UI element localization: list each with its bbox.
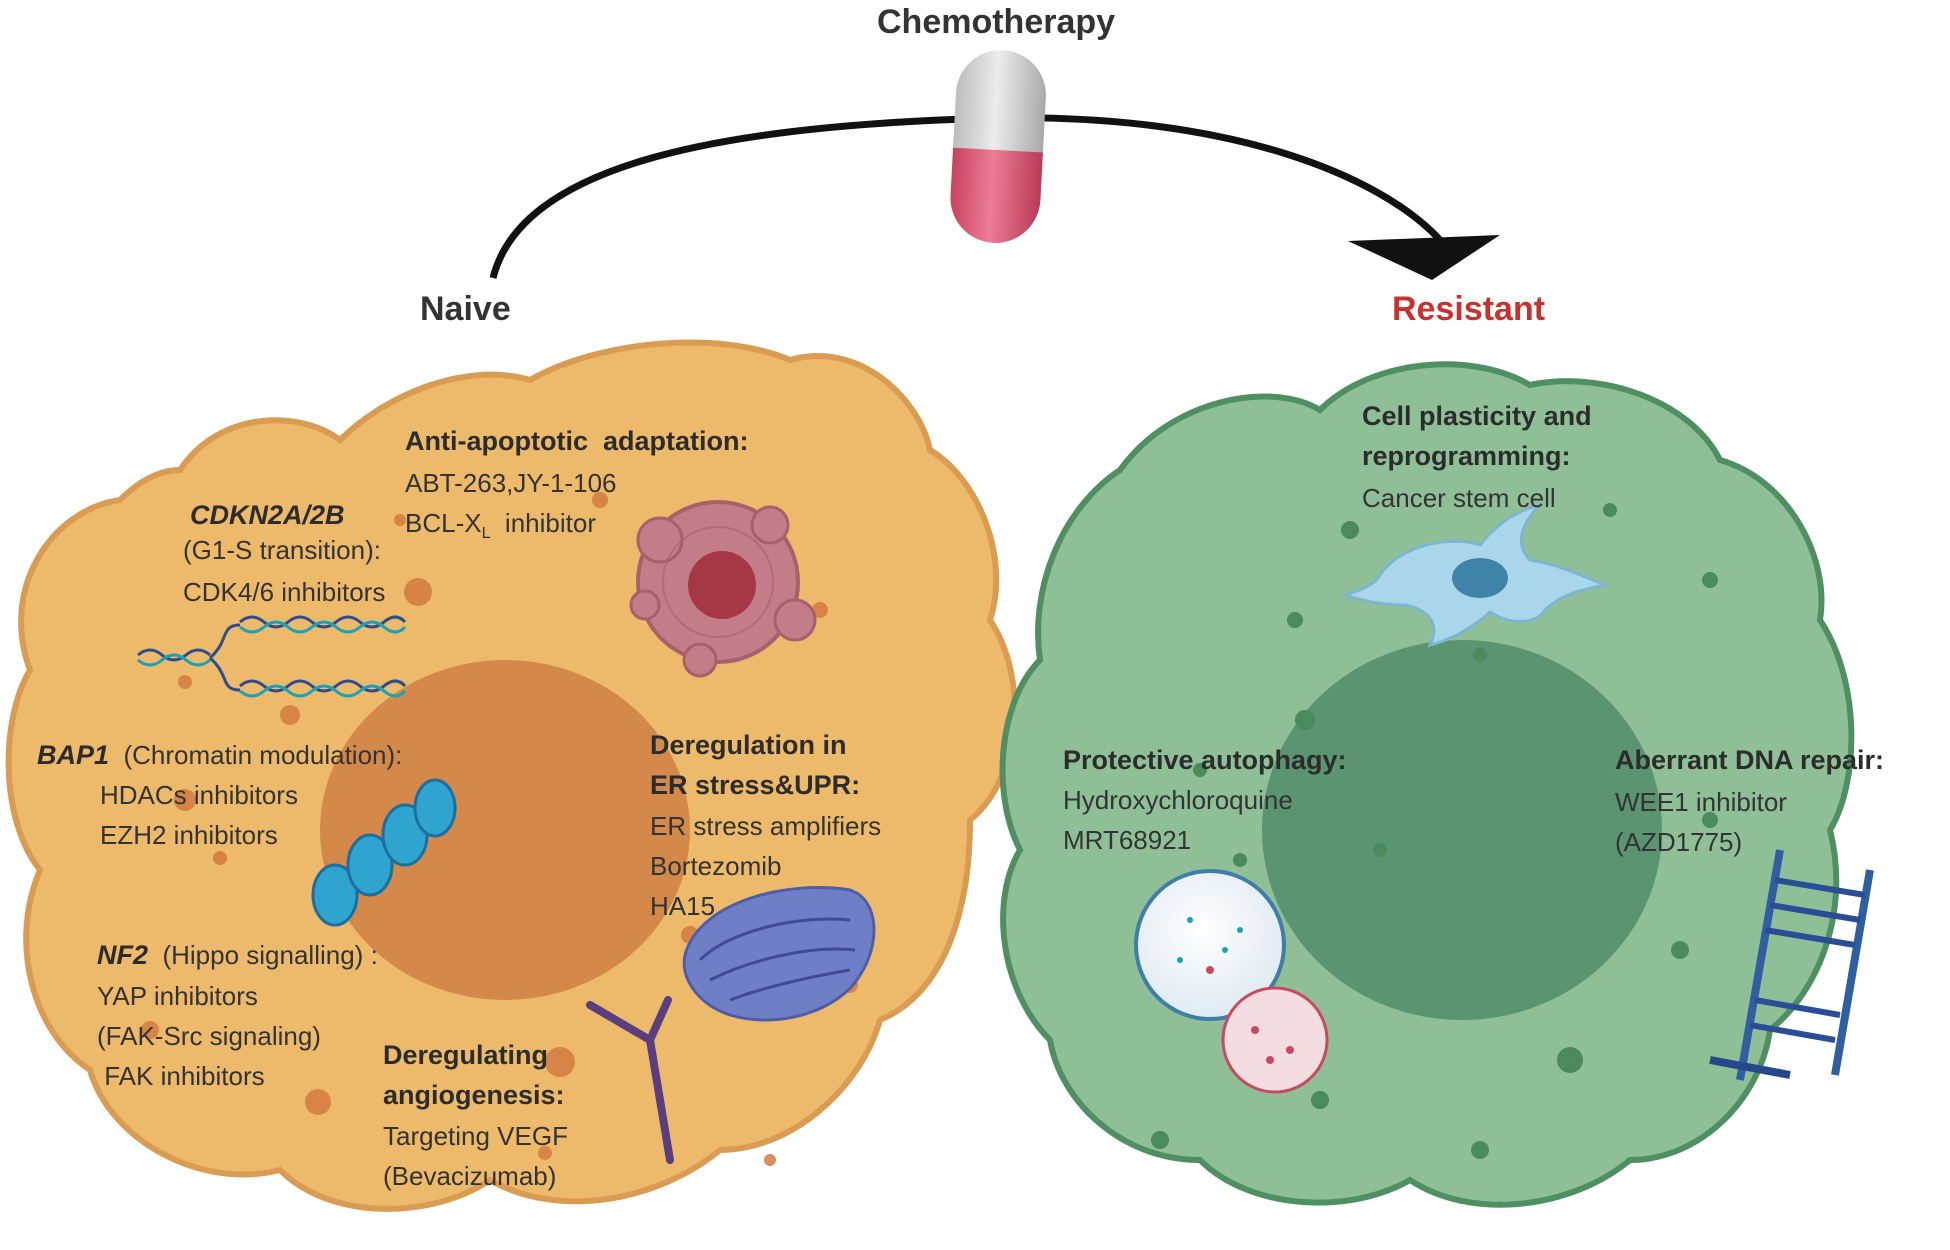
broken-dna-icon [1709,849,1874,1081]
plasticity-heading-2: reprogramming: [1362,441,1571,471]
autophagosome-icon [1134,869,1329,1094]
plasticity-heading-1: Cell plasticity and [1362,401,1592,431]
resistant-label: Resistant [1392,290,1546,328]
angio-line-2: (Bevacizumab) [383,1161,557,1191]
apoptotic-cell-icon [629,500,817,678]
er-heading-1: Deregulation in [650,730,847,760]
er-line-1: ER stress amplifiers [650,811,882,841]
autophagy-heading: Protective autophagy: [1063,745,1347,775]
chemotherapy-title: Chemotherapy [877,3,1116,41]
resistant-vesicles [1151,503,1718,1159]
bap1-line-2: EZH2 inhibitors [100,820,278,850]
endoplasmic-reticulum-icon [682,886,876,1022]
angio-heading-1: Deregulating [383,1040,549,1070]
cdkn-line-2: CDK4/6 inhibitors [183,577,386,607]
nf2-title: NF2 (Hippo signalling) : [97,942,378,969]
nf2-desc: (Hippo signalling) : [148,940,378,970]
naive-nucleus [320,660,690,1000]
autophagy-line-2: MRT68921 [1063,825,1192,855]
apoptosis-heading: Anti-apoptotic adaptation: [405,426,749,456]
nucleosome-icon [311,778,457,927]
dna-line-2: (AZD1775) [1615,827,1743,857]
apoptosis-line-1: ABT-263,JY-1-106 [405,468,617,498]
plasticity-line-1: Cancer stem cell [1362,483,1556,513]
nf2-line-1: YAP inhibitors [97,981,258,1011]
er-heading-2: ER stress&UPR: [650,770,861,800]
stem-cell-icon [1340,502,1611,648]
dna-strand-icon [137,615,407,698]
bap1-title: BAP1 (Chromatin modulation): [37,742,402,769]
resistant-nucleus [1262,640,1662,1020]
bap1-desc: (Chromatin modulation): [109,740,403,770]
cdkn-line-1: (G1-S transition): [183,535,381,565]
er-line-2: Bortezomib [650,851,782,881]
nf2-line-3: FAK inhibitors [97,1061,265,1091]
er-line-3: HA15 [650,891,716,921]
receptor-icon [586,996,674,1164]
nf2-gene: NF2 [97,940,149,970]
bcl-subscript: L [481,525,491,543]
autophagy-line-1: Hydroxychloroquine [1063,785,1293,815]
dna-line-1: WEE1 inhibitor [1615,787,1787,817]
dna-heading: Aberrant DNA repair: [1615,745,1885,775]
pill-icon [950,50,1046,243]
naive-label: Naive [420,290,511,328]
bap1-gene: BAP1 [37,740,110,770]
bcl-suffix: inhibitor [490,508,596,538]
arrow-head-icon [1348,235,1500,280]
bap1-line-1: HDACs inhibitors [100,780,298,810]
angio-line-1: Targeting VEGF [383,1121,568,1151]
cdkn-gene: CDKN2A/2B [190,500,345,530]
apoptosis-line-2: BCL-XL inhibitor [405,510,596,542]
angio-heading-2: angiogenesis: [383,1080,565,1110]
nf2-line-2: (FAK-Src signaling) [97,1021,321,1051]
bcl-prefix: BCL-X [405,508,482,538]
